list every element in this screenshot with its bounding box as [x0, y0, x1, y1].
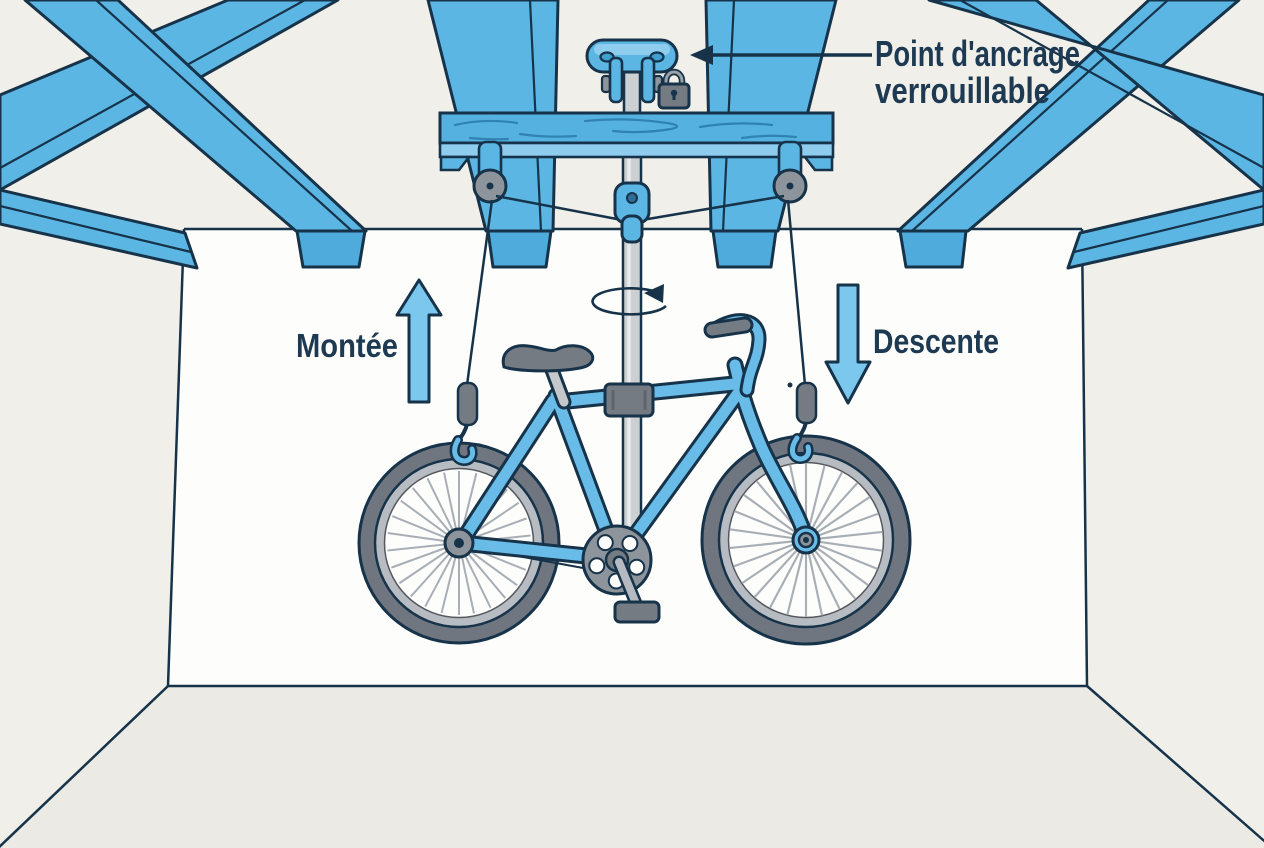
padlock-icon: [657, 68, 691, 110]
pole-clamp: [603, 382, 655, 418]
crankset: [581, 524, 661, 624]
wheel-hook: [452, 437, 476, 464]
label-montee: Montée: [296, 327, 398, 364]
pedal: [613, 600, 661, 624]
down-arrow-icon: [824, 283, 872, 405]
up-arrow-icon: [395, 278, 443, 404]
wheel-hook: [790, 435, 812, 462]
rotation-arrow-icon: [591, 284, 667, 316]
anchor-plate: [585, 38, 679, 104]
hoist-cables: [465, 194, 807, 386]
swivel-joint: [613, 181, 651, 244]
beam-end: [711, 229, 778, 269]
cable-hooks: [449, 381, 818, 467]
bracket-plate: [640, 56, 656, 104]
beam-end: [295, 229, 367, 269]
beam: [927, 0, 1264, 192]
wooden-mounting-plank: [438, 111, 835, 204]
label-descente: Descente: [873, 323, 999, 361]
ferrule: [456, 381, 479, 427]
ferrule: [795, 381, 818, 425]
bracket-plate: [608, 56, 624, 104]
saddle: [501, 344, 595, 410]
label-anchor-line1: Point d'ancrage: [875, 33, 1080, 74]
handlebar: [703, 313, 767, 398]
room-floor: [0, 686, 1264, 848]
grip: [706, 319, 751, 336]
plank-bottom-edge: [438, 141, 835, 159]
beam-end: [898, 229, 968, 269]
wood-grain: [453, 118, 798, 141]
bicycle: [357, 313, 912, 646]
label-anchor-line2: verrouillable: [875, 70, 1050, 111]
beam: [896, 0, 1241, 233]
anchor-pointer-arrow-icon: [690, 45, 872, 65]
lift-pole: [621, 115, 643, 544]
beam-end: [486, 229, 553, 269]
